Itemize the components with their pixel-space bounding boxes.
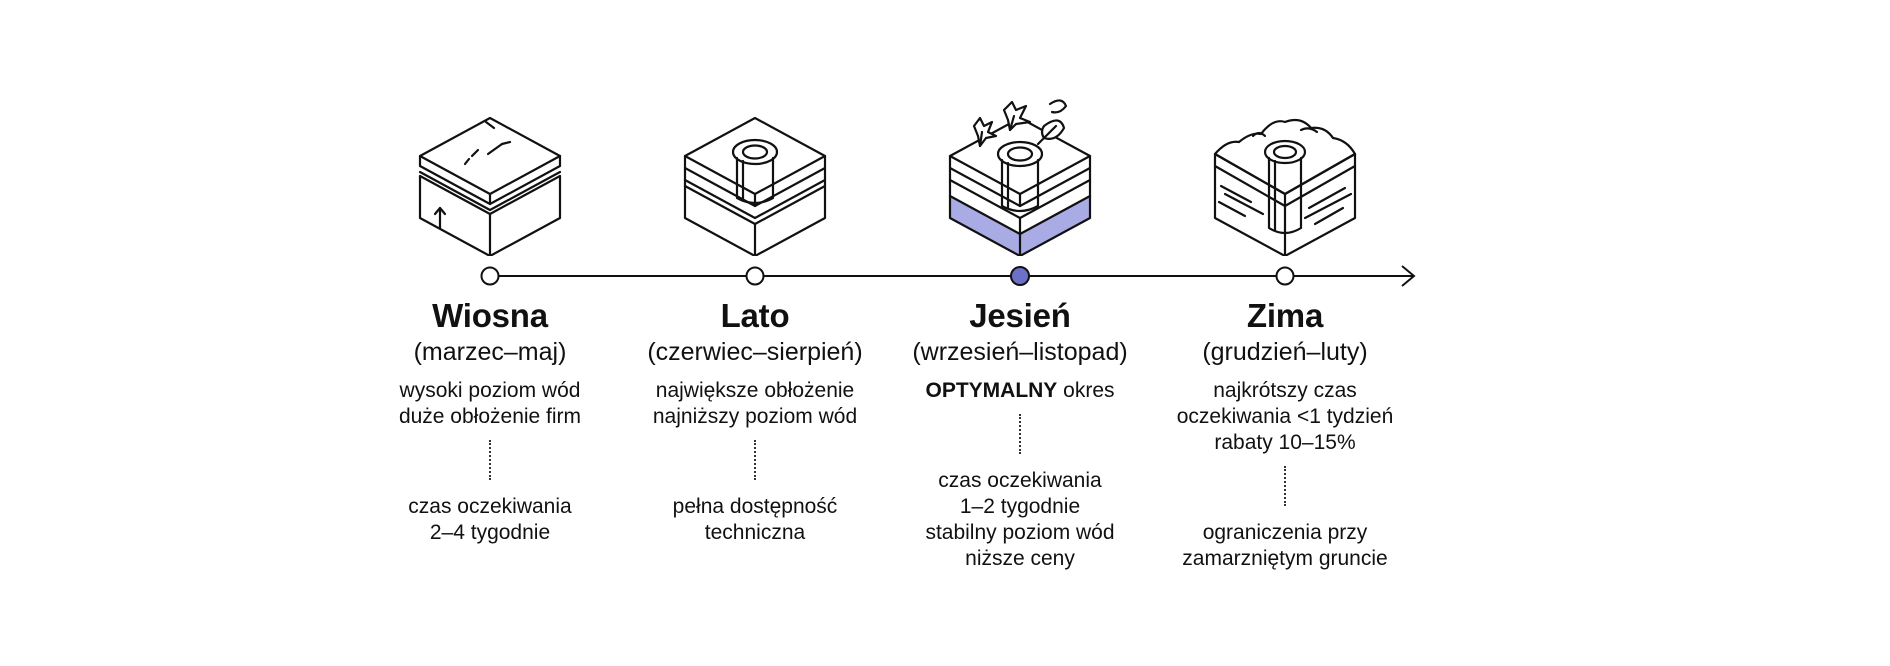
layered-ground-frozen-icon xyxy=(1205,96,1365,256)
detail-line: ograniczenia przy xyxy=(1202,521,1368,544)
timeline-arrow-icon xyxy=(1401,265,1416,287)
season-name: Zima xyxy=(1246,297,1324,334)
timeline-marker-jesien xyxy=(1010,266,1030,286)
detail-line: 2–4 tygodnie xyxy=(429,521,551,544)
season-description: wysoki poziom wód duże obłożenie firm xyxy=(350,378,630,430)
detail-line: zamarzniętym gruncie xyxy=(1182,547,1388,570)
dotted-connector xyxy=(489,440,491,480)
detail-line: pełna dostępność xyxy=(672,495,838,518)
season-period: (wrzesień–listopad) xyxy=(912,338,1128,366)
optimal-label: OPTYMALNY xyxy=(925,379,1058,402)
description-line: rabaty 10–15% xyxy=(1214,431,1356,454)
description-rest: okres xyxy=(1057,379,1115,402)
description-line: najkrótszy czas xyxy=(1213,379,1357,402)
layered-ground-autumn-leaves-icon xyxy=(940,96,1100,256)
detail-line: czas oczekiwania xyxy=(938,469,1102,492)
dotted-connector xyxy=(1284,466,1286,506)
description-line: najniższy poziom wód xyxy=(652,405,858,428)
season-description: największe obłożenie najniższy poziom wó… xyxy=(615,378,895,430)
description-line: OPTYMALNY okres xyxy=(880,378,1160,404)
season-period: (grudzień–luty) xyxy=(1202,338,1368,366)
season-column-zima: Zima (grudzień–luty) najkrótszy czas ocz… xyxy=(1145,296,1425,572)
season-name: Wiosna xyxy=(432,297,548,334)
description-line: oczekiwania <1 tydzień xyxy=(1176,405,1394,428)
season-column-wiosna: Wiosna (marzec–maj) wysoki poziom wód du… xyxy=(350,296,630,546)
detail-line: czas oczekiwania xyxy=(408,495,572,518)
season-description: najkrótszy czas oczekiwania <1 tydzień r… xyxy=(1145,378,1425,456)
season-column-jesien: Jesień (wrzesień–listopad) OPTYMALNY okr… xyxy=(880,296,1160,572)
dotted-connector xyxy=(1019,414,1021,454)
description-line: wysoki poziom wód xyxy=(399,379,581,402)
description-line: największe obłożenie xyxy=(655,379,855,402)
season-column-lato: Lato (czerwiec–sierpień) największe obło… xyxy=(615,296,895,546)
season-period: (marzec–maj) xyxy=(413,338,567,366)
detail-line: niższe ceny xyxy=(965,547,1075,570)
season-details: czas oczekiwania 1–2 tygodnie stabilny p… xyxy=(880,468,1160,572)
season-name: Lato xyxy=(720,297,790,334)
season-details: ograniczenia przy zamarzniętym gruncie xyxy=(1145,520,1425,572)
season-name: Jesień xyxy=(969,297,1071,334)
season-description: OPTYMALNY okres xyxy=(880,378,1160,404)
season-details: pełna dostępność techniczna xyxy=(615,494,895,546)
season-details: czas oczekiwania 2–4 tygodnie xyxy=(350,494,630,546)
timeline-marker-zima xyxy=(1275,266,1295,286)
detail-line: 1–2 tygodnie xyxy=(959,495,1081,518)
timeline-marker-wiosna xyxy=(480,266,500,286)
dotted-connector xyxy=(754,440,756,480)
layered-ground-well-icon xyxy=(675,96,835,256)
detail-line: stabilny poziom wód xyxy=(925,521,1115,544)
season-period: (czerwiec–sierpień) xyxy=(647,338,863,366)
description-line: duże obłożenie firm xyxy=(398,405,582,428)
timeline-marker-lato xyxy=(745,266,765,286)
layered-ground-spring-icon xyxy=(410,96,570,256)
detail-line: techniczna xyxy=(704,521,806,544)
